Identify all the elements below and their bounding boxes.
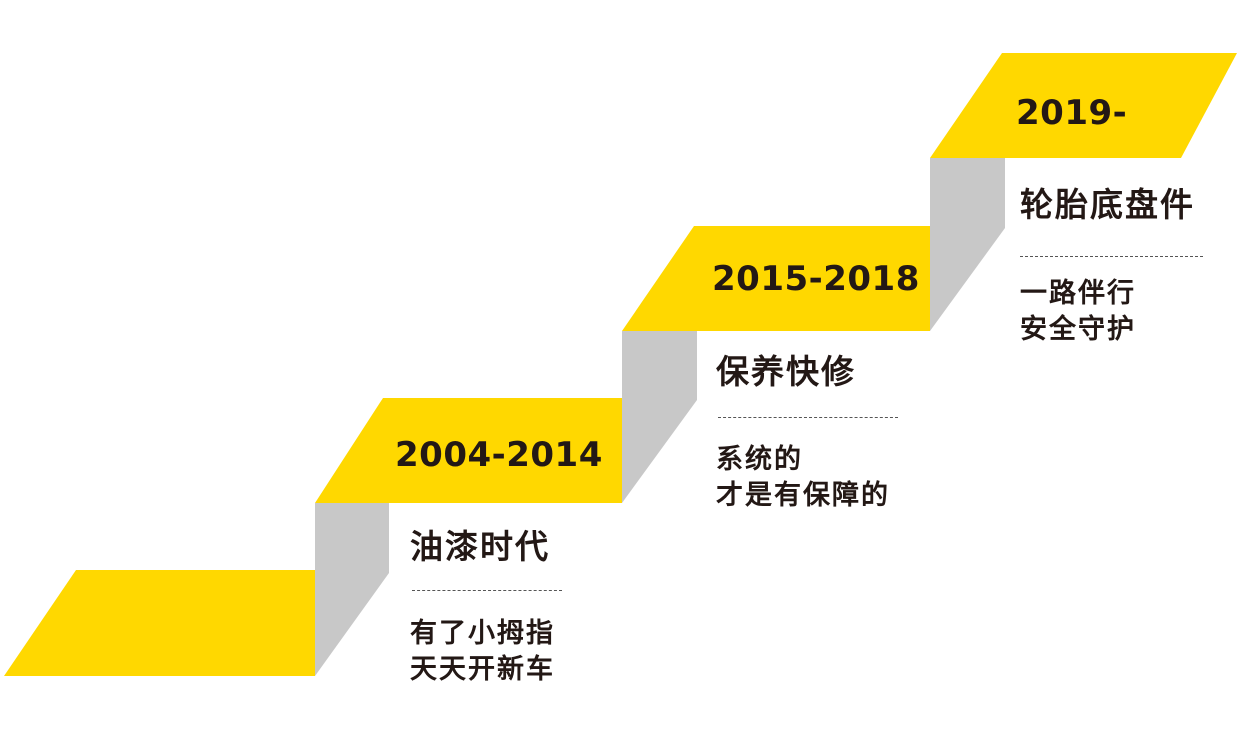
step-2-line-2: 才是有保障的 — [716, 480, 890, 511]
step-1-description: 有了小拇指 天天开新车 — [410, 616, 555, 688]
step-1-line-2: 天天开新车 — [410, 654, 555, 685]
step-1-line-1: 有了小拇指 — [410, 618, 555, 649]
step-3-line-2: 安全守护 — [1020, 314, 1136, 345]
step-2-title: 保养快修 — [716, 352, 856, 391]
step-2-divider — [718, 417, 898, 418]
step-3-riser — [930, 158, 1005, 331]
step-2-year: 2015-2018 — [712, 259, 920, 299]
step-1-top — [315, 398, 622, 503]
step-2-line-1: 系统的 — [716, 444, 803, 475]
step-2-top — [622, 226, 930, 331]
step-1-year: 2004-2014 — [395, 435, 603, 475]
step-3-line-1: 一路伴行 — [1020, 278, 1136, 309]
step-1-title: 油漆时代 — [410, 527, 550, 566]
step-2-riser — [622, 331, 697, 503]
step-3-description: 一路伴行 安全守护 — [1020, 276, 1136, 348]
step-2-description: 系统的 才是有保障的 — [716, 442, 890, 514]
step-3-top — [930, 53, 1237, 158]
step-1-divider — [412, 590, 562, 591]
step-3-year: 2019- — [1016, 93, 1128, 133]
step-1-riser — [315, 503, 389, 676]
step-3-title: 轮胎底盘件 — [1020, 185, 1195, 224]
step-3-divider — [1020, 256, 1203, 257]
step-base-top — [4, 570, 315, 676]
